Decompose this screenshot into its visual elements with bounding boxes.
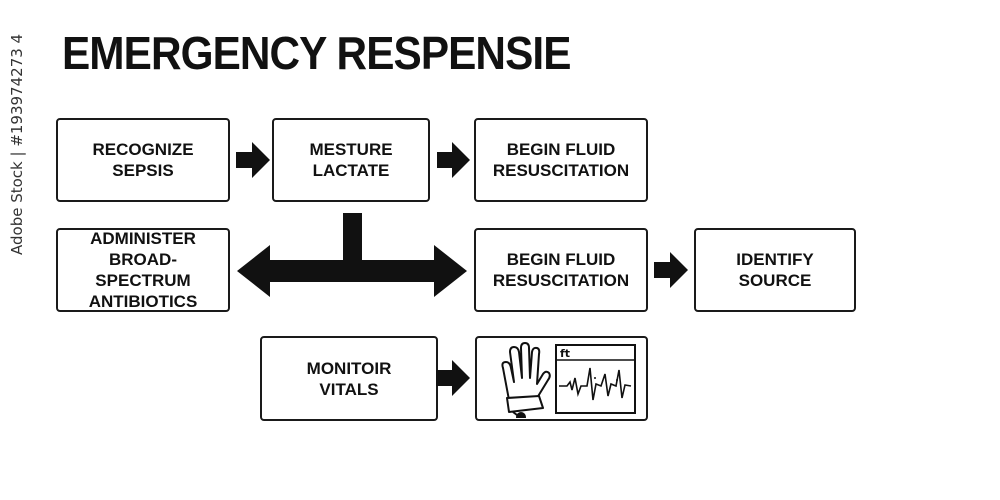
arrow-right [437, 142, 470, 178]
arrow-right [654, 252, 688, 288]
box-label: BEGIN FLUID RESUSCITATION [492, 250, 630, 290]
box-mesture-lactate: MESTURE LACTATE [272, 118, 430, 202]
arrow-right [436, 360, 470, 396]
box-begin-fluid-mid: BEGIN FLUID RESUSCITATION [474, 228, 648, 312]
box-label: BEGIN FLUID RESUSCITATION [492, 140, 630, 180]
monitor-label: ft [560, 347, 570, 360]
ecg-waveform-icon: ft [555, 344, 636, 414]
box-label: ADMINISTER BROAD-SPECTRUM ANTIBIOTICS [88, 229, 198, 311]
box-monitor-vitals: MONITOIR VITALS [260, 336, 438, 421]
double-arrow [237, 245, 467, 297]
connector-stem [343, 213, 362, 266]
monitor-drawing: ft [501, 342, 636, 422]
diagram-title: EMERGENCY RESPENSIE [62, 27, 571, 79]
box-label: RECOGNIZE SEPSIS [92, 140, 194, 180]
box-recognize-sepsis: RECOGNIZE SEPSIS [56, 118, 230, 202]
box-begin-fluid-top: BEGIN FLUID RESUSCITATION [474, 118, 648, 202]
box-administer-antibiotics: ADMINISTER BROAD-SPECTRUM ANTIBIOTICS [56, 228, 230, 312]
box-label: MONITOIR VITALS [306, 358, 392, 399]
arrow-right [236, 142, 270, 178]
box-label: MESTURE LACTATE [309, 140, 393, 180]
box-identify-source: IDENTIFY SOURCE [694, 228, 856, 312]
monitor-illustration: ft [475, 336, 648, 422]
box-label: IDENTIFY SOURCE [736, 250, 814, 290]
hand-icon [501, 342, 551, 422]
